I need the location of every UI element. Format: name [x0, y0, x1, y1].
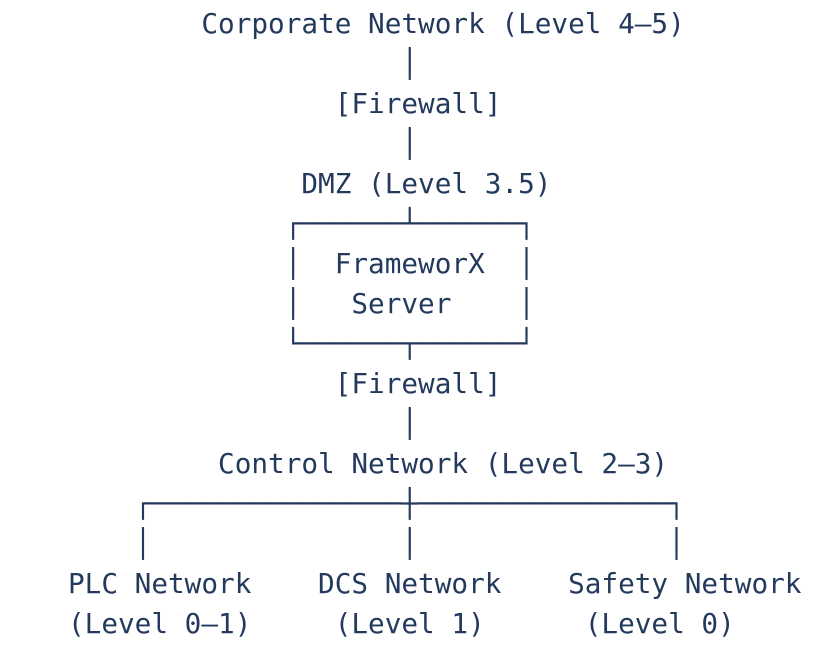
diagram-line-connector: │ [68, 407, 419, 440]
diagram-line-firewall-bottom: [Firewall] [68, 367, 502, 400]
diagram-line-connector: │ [68, 47, 419, 80]
diagram-line-server-box-top: ┌──────┴──────┐ [68, 207, 535, 240]
diagram-line-control-network: Control Network (Level 2–3) [68, 447, 669, 480]
diagram-line-dmz: DMZ (Level 3.5) [68, 167, 552, 200]
diagram-line-branch-levels: (Level 0–1) (Level 1) (Level 0) [68, 607, 735, 640]
diagram-line-server-box-frameworx: │ FrameworX │ [68, 247, 535, 280]
diagram-line-corporate-network: Corporate Network (Level 4–5) [68, 7, 685, 40]
diagram-line-server-box-server: │ Server │ [68, 287, 535, 320]
diagram-line-firewall-top: [Firewall] [68, 87, 502, 120]
diagram-line-branch-labels: PLC Network DCS Network Safety Network [68, 567, 802, 600]
diagram-line-branch-split: ┌───────────────┼───────────────┐ [68, 487, 685, 520]
ascii-art: Corporate Network (Level 4–5) │ [Firewal… [68, 4, 834, 644]
network-diagram: Corporate Network (Level 4–5) │ [Firewal… [68, 4, 834, 644]
diagram-line-server-box-bottom: └──────┬──────┘ [68, 327, 535, 360]
diagram-line-connector: │ [68, 127, 419, 160]
diagram-line-branch-connectors: │ │ │ [68, 527, 685, 560]
